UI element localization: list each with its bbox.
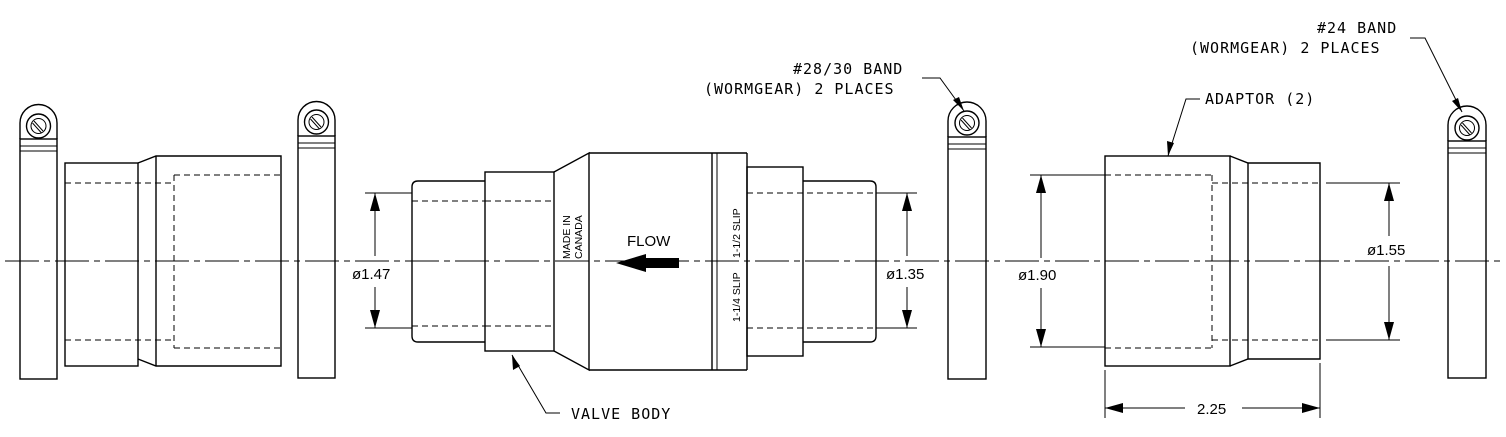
- dim-label-d155: ø1.55: [1367, 242, 1405, 259]
- dim-label-d190: ø1.90: [1018, 267, 1056, 284]
- dimension-d147: ø1.47: [352, 192, 412, 329]
- band-clamp-3: [947, 101, 987, 380]
- dimension-d190: ø1.90: [1018, 174, 1105, 348]
- band-28-30-leader: #28/30 BAND (WORMGEAR) 2 PLACES: [704, 60, 965, 112]
- band-28-30-label-line2: (WORMGEAR) 2 PLACES: [704, 80, 895, 98]
- valve-body-label: VALVE BODY: [571, 405, 671, 423]
- band-clamp-4: [1447, 105, 1487, 379]
- screw-icon: [303, 109, 330, 135]
- band-clamp-1: [19, 103, 58, 380]
- dimension-length-225: 2.25: [1104, 363, 1321, 418]
- flow-label: FLOW: [627, 233, 671, 250]
- dimension-d155: ø1.55: [1326, 182, 1405, 341]
- dim-label-d135: ø1.35: [886, 266, 924, 283]
- dim-label-length-225: 2.25: [1197, 401, 1226, 418]
- slip-label-1-1-4: 1-1/4 SLIP: [731, 272, 743, 322]
- valve-body: MADE IN CANADA 1-1/2 SLIP 1-1/4 SLIP FLO…: [411, 151, 877, 372]
- made-in-line2: CANADA: [573, 215, 585, 259]
- screw-icon: [25, 113, 52, 139]
- screw-icon: [954, 110, 980, 136]
- adaptor-left: [64, 155, 282, 367]
- adaptor-leader: ADAPTOR (2): [1167, 90, 1315, 157]
- band-24-label-line1: #24 BAND: [1317, 19, 1397, 37]
- slip-label-1-1-2: 1-1/2 SLIP: [731, 208, 743, 258]
- adaptor-label: ADAPTOR (2): [1205, 90, 1315, 108]
- screw-icon: [1454, 115, 1480, 141]
- flow-arrow-icon: [616, 254, 679, 272]
- adaptor-right: [1104, 155, 1321, 367]
- band-24-leader: #24 BAND (WORMGEAR) 2 PLACES: [1190, 19, 1463, 113]
- dimension-d135: ø1.35: [876, 192, 924, 329]
- valve-body-leader: VALVE BODY: [511, 354, 671, 423]
- dim-label-d147: ø1.47: [352, 266, 390, 283]
- band-28-30-label-line1: #28/30 BAND: [793, 60, 903, 78]
- band-24-label-line2: (WORMGEAR) 2 PLACES: [1190, 39, 1381, 57]
- made-in-line1: MADE IN: [561, 215, 573, 259]
- band-clamp-2: [297, 100, 336, 379]
